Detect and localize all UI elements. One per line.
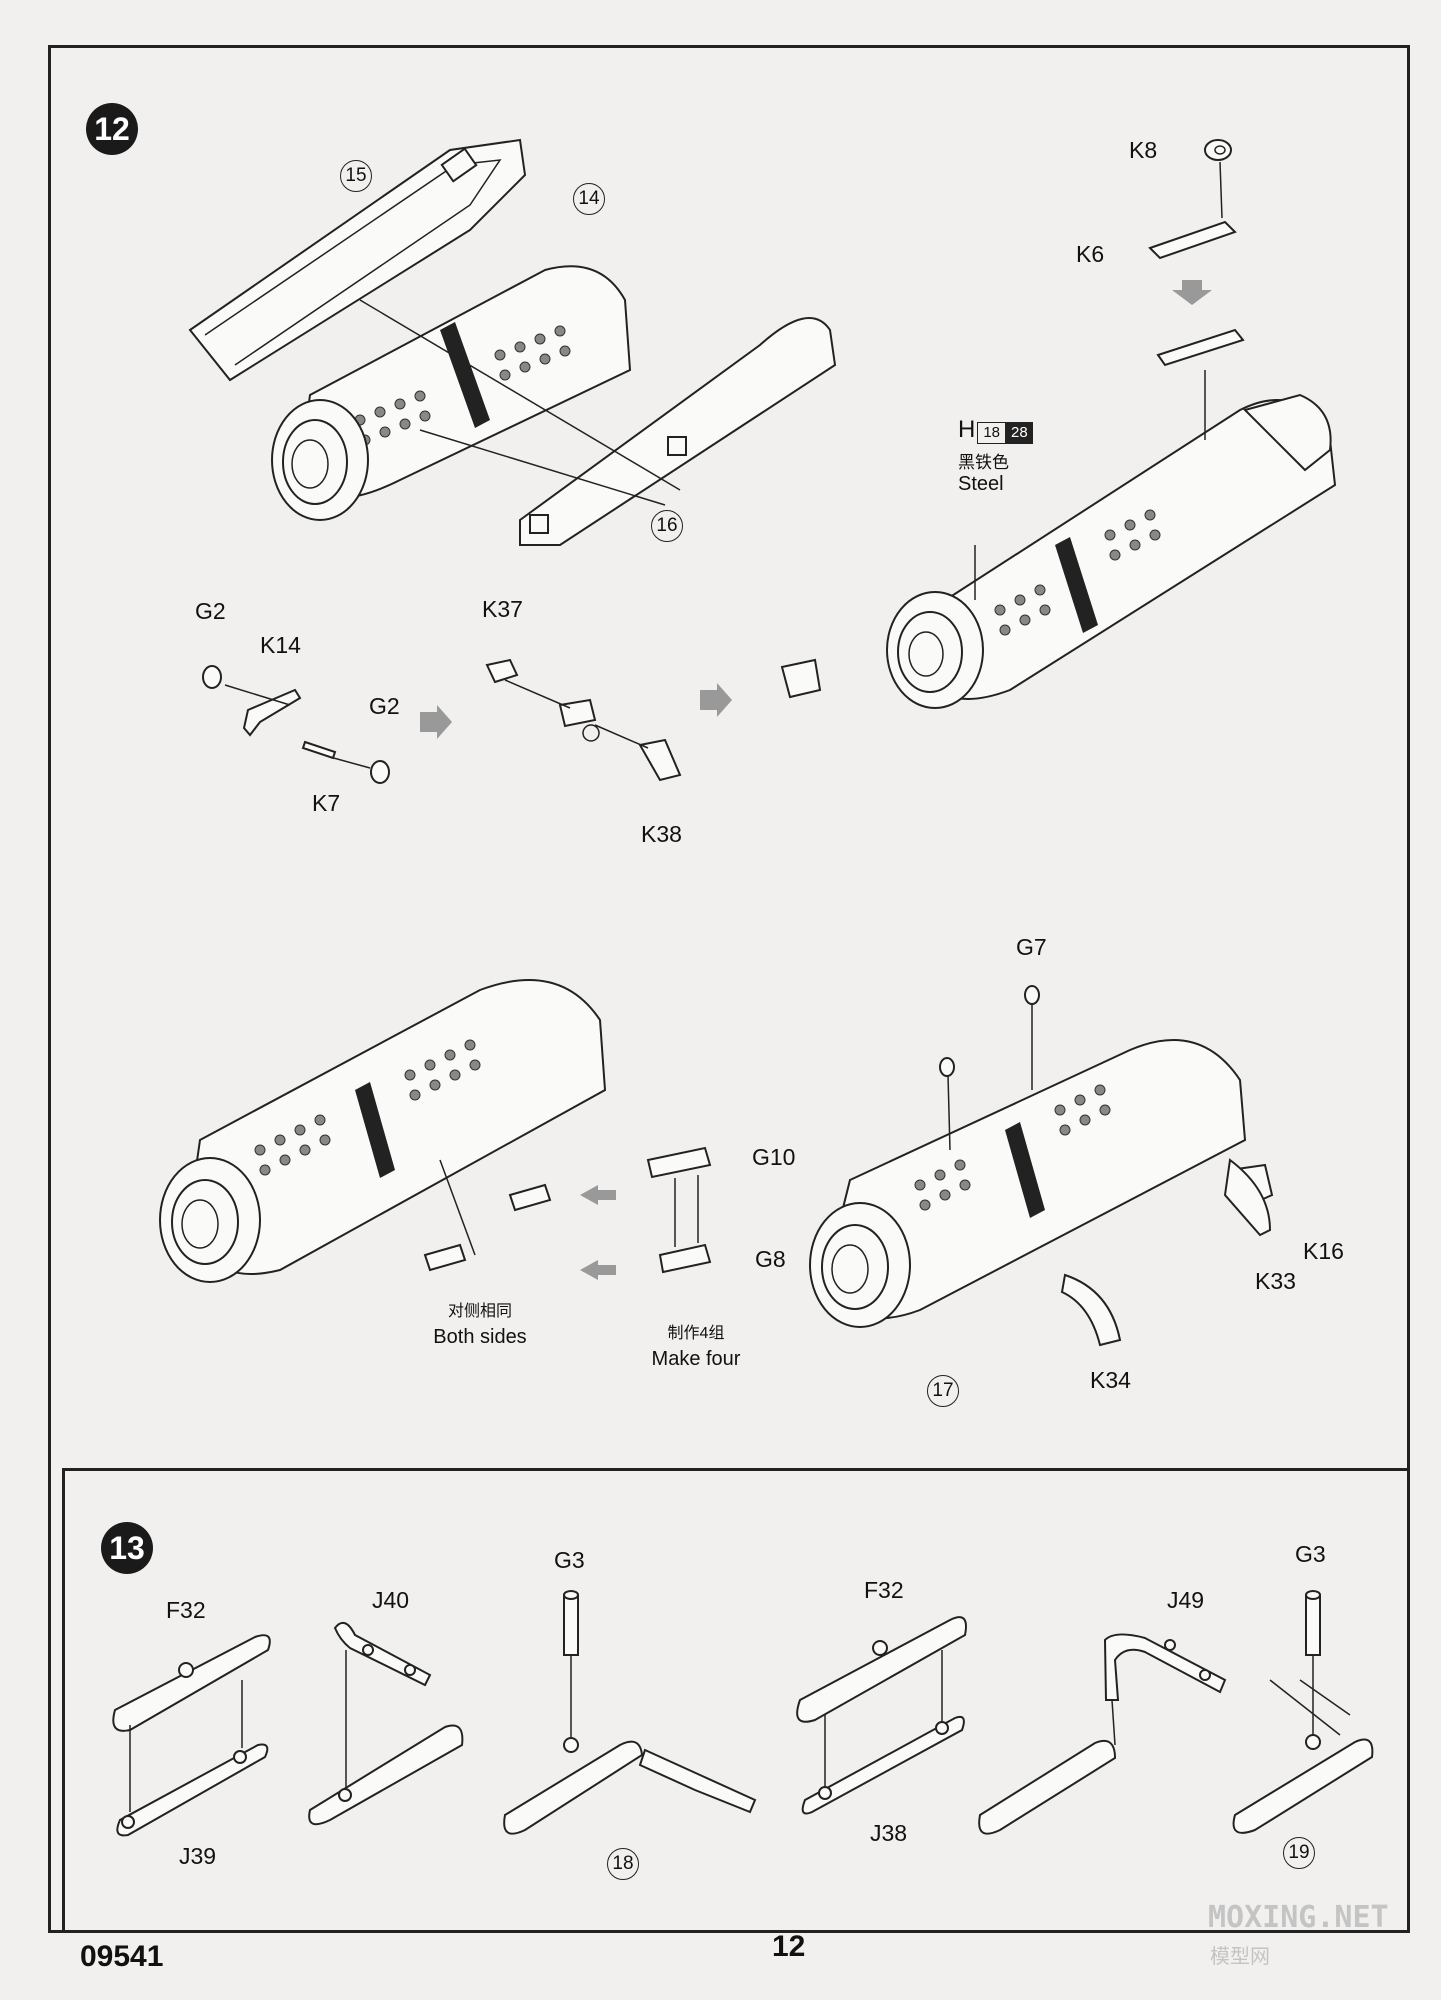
- label-g8: G8: [755, 1246, 786, 1272]
- step-13-badge: 13: [101, 1522, 153, 1574]
- engine-bottom-right-drawing: [809, 985, 1274, 1347]
- watermark-site: MOXING.NET: [1208, 1900, 1389, 1935]
- label-k16: K16: [1303, 1238, 1344, 1264]
- label-g7: G7: [1016, 934, 1047, 960]
- label-g3-left: G3: [554, 1547, 585, 1573]
- label-g2-right: G2: [369, 693, 400, 719]
- step13-part-6-drawing: [1232, 1590, 1374, 1834]
- page-frame: [48, 45, 1410, 1933]
- label-k34: K34: [1090, 1367, 1131, 1393]
- callout-18: 18: [607, 1848, 639, 1880]
- engine-top-right-drawing: [886, 139, 1337, 709]
- label-k37: K37: [482, 596, 523, 622]
- label-g3-right: G3: [1295, 1541, 1326, 1567]
- label-j49: J49: [1167, 1587, 1205, 1613]
- label-g2-left: G2: [195, 598, 226, 624]
- paint-letter: H: [958, 416, 976, 443]
- callout-14: 14: [573, 183, 605, 215]
- callout-16: 16: [651, 510, 683, 542]
- label-k8: K8: [1129, 137, 1158, 163]
- paint-name-en: Steel: [958, 473, 1004, 495]
- note-make-four-en: Make four: [651, 1348, 741, 1371]
- label-k7: K7: [312, 790, 341, 816]
- label-j40: J40: [372, 1587, 410, 1613]
- product-code: 09541: [80, 1940, 164, 1973]
- page-number: 12: [772, 1930, 806, 1963]
- callout-19: 19: [1283, 1837, 1315, 1869]
- step-divider: [62, 1468, 1410, 1471]
- label-j38: J38: [870, 1820, 908, 1846]
- engine-bottom-left-drawing: [159, 979, 712, 1283]
- step13-part-3-drawing: [503, 1590, 757, 1835]
- note-make-four-cn: 制作4组: [667, 1325, 725, 1342]
- paint-code-28: 28: [1006, 422, 1033, 444]
- note-both-sides-cn: 对侧相同: [447, 1303, 512, 1320]
- callout-17: 17: [927, 1375, 959, 1407]
- note-make-four: 制作4组 Make four: [636, 1322, 756, 1374]
- step13-part-1-drawing: [112, 1634, 271, 1837]
- engine-top-left-drawing: [188, 138, 837, 546]
- label-k6: K6: [1076, 241, 1105, 267]
- step13-frame-edge: [62, 1468, 65, 1933]
- step13-part-2-drawing: [308, 1621, 464, 1826]
- step13-part-5-drawing: [978, 1633, 1227, 1835]
- label-g10: G10: [752, 1144, 796, 1170]
- label-f32-right: F32: [864, 1577, 904, 1603]
- label-k14: K14: [260, 632, 301, 658]
- step13-part-4-drawing: [796, 1616, 967, 1815]
- watermark-cn: 模型网: [1210, 1946, 1270, 1968]
- subassembly-k14-drawing: [202, 658, 822, 784]
- note-both-sides-en: Both sides: [433, 1326, 527, 1349]
- label-k33: K33: [1255, 1268, 1296, 1294]
- paint-name-cn: 黑铁色: [958, 453, 1009, 472]
- label-f32-left: F32: [166, 1597, 206, 1623]
- paint-code-18: 18: [977, 422, 1007, 444]
- label-k38: K38: [641, 821, 682, 847]
- note-both-sides: 对侧相同 Both sides: [420, 1300, 540, 1352]
- callout-15: 15: [340, 160, 372, 192]
- step-12-badge: 12: [86, 103, 138, 155]
- label-j39: J39: [179, 1843, 217, 1869]
